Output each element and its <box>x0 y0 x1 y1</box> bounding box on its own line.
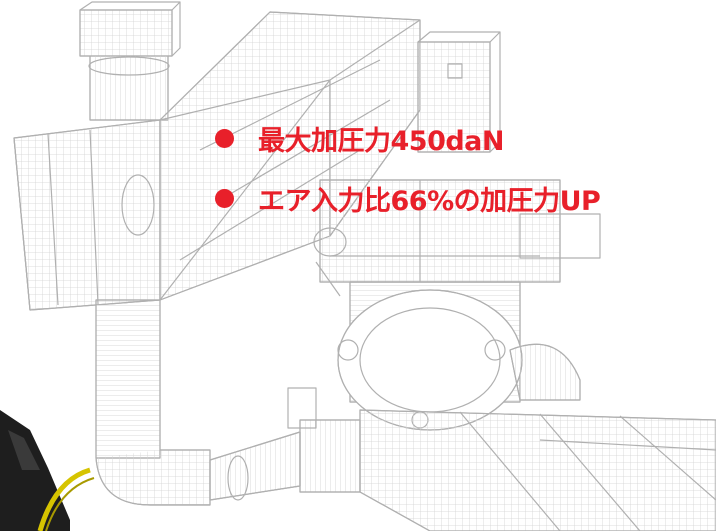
feature-label: エア入力比66%の加圧力UP <box>258 185 601 217</box>
hose-photo-fragment <box>0 410 95 531</box>
feature-list: 最大加圧力450daN エア入力比66%の加圧力UP <box>215 118 601 238</box>
lower-right-arm <box>359 409 716 531</box>
bullet-dot-icon <box>215 128 234 148</box>
lower-vertical-arm <box>95 299 211 506</box>
top-cap-block <box>79 1 181 57</box>
feature-item-max-force: 最大加圧力450daN <box>215 118 600 158</box>
feature-label: 最大加圧力450daN <box>258 125 505 157</box>
upper-cylinder <box>88 56 170 121</box>
left-body-block <box>13 119 161 311</box>
right-housing <box>417 31 501 153</box>
lower-electrode <box>209 387 361 501</box>
round-disc <box>337 289 581 431</box>
feature-item-air-ratio: エア入力比66%の加圧力UP <box>215 178 601 218</box>
bullet-dot-icon <box>215 188 234 208</box>
mid-block <box>313 179 601 297</box>
